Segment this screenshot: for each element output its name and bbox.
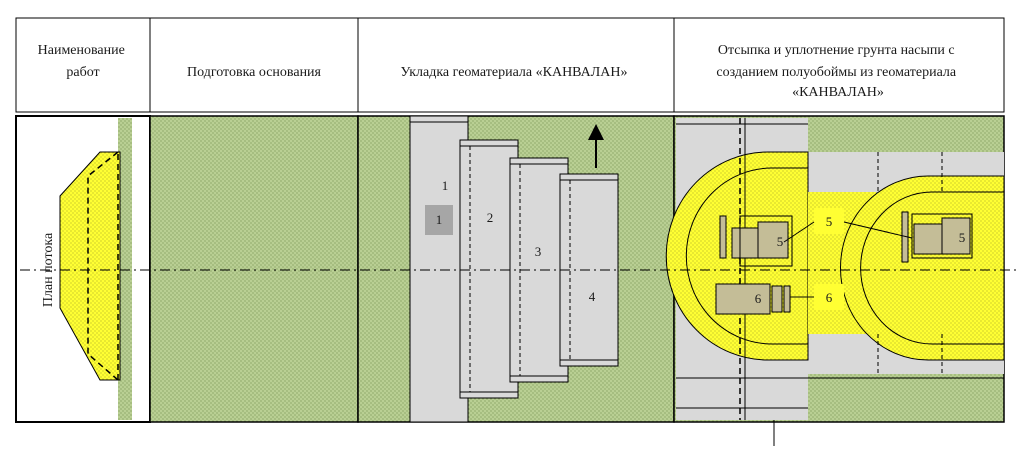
strip-1-label: 1 (442, 178, 449, 193)
bulldozer-1-label: 5 (777, 234, 784, 249)
header-geomaterial-laying: Укладка геоматериала «КАНВАЛАН» (401, 65, 628, 80)
table-body: План потока 1 1 2 3 4 (15, 115, 1020, 446)
roller: 6 (715, 283, 791, 315)
strip-1-box-label: 1 (436, 212, 443, 227)
callout-5-label: 5 (826, 214, 833, 229)
half-cage-right (840, 175, 1005, 361)
strip-2-label: 2 (487, 210, 494, 225)
green-strip (118, 118, 132, 420)
header-base-preparation: Подготовка основания (187, 65, 322, 80)
roller-label: 6 (755, 291, 762, 306)
bulldozer-2: 5 (901, 211, 973, 263)
strip-3-label: 3 (535, 244, 542, 259)
callout-6-label: 6 (826, 290, 833, 305)
header-work-name: Наименование работ (38, 43, 129, 80)
header-soil-filling: Отсыпка и уплотнение грунта насыпи с соз… (716, 43, 959, 100)
bulldozer-2-label: 5 (959, 230, 966, 245)
geomaterial-strip-1 (409, 115, 469, 423)
strip-4-label: 4 (589, 289, 596, 304)
table-header: Наименование работ Подготовка основания … (15, 17, 1005, 113)
bulldozer-1: 5 (719, 215, 793, 267)
geomaterial-strip-3 (509, 157, 569, 383)
strip-1-marker (425, 205, 453, 235)
embankment-plan-shape (59, 151, 121, 381)
prepared-base-area (149, 115, 359, 423)
callout-5-box (814, 208, 844, 234)
geomaterial-strip-2 (459, 139, 519, 399)
callout-6-box (814, 284, 844, 310)
